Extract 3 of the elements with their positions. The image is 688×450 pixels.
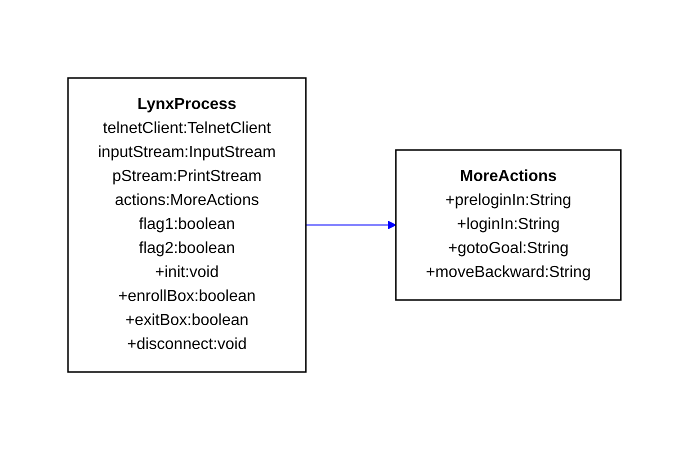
arrow (304, 220, 396, 230)
node-box: MoreActions +preloginIn:String +loginIn:String +gotoGoal:String +moveBackward:String (394, 149, 622, 301)
node-box: LynxProcess telnetClient:TelnetClient inputStream:InputStream pStream:PrintStream actions:MoreActions flag1:boolean flag2:boolean +init:void +enrollBox:boolean +exitBox:boolean +disconnect:void (66, 77, 306, 373)
